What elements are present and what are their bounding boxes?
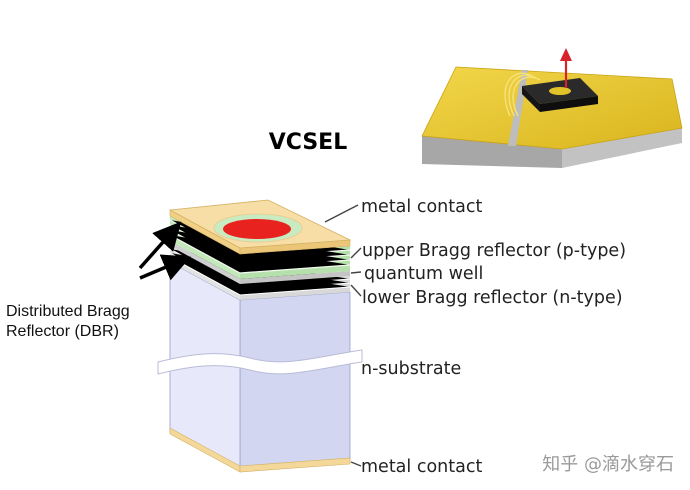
dbr-callout-line2: Reflector (DBR) xyxy=(6,323,119,340)
watermark: 知乎 @滴水穿石 xyxy=(542,454,674,475)
substrate-break xyxy=(157,349,363,375)
quantum-well-front xyxy=(170,241,240,284)
diagram-title: VCSEL xyxy=(269,130,347,155)
emission-arrow-head xyxy=(560,48,572,61)
chip-base-front xyxy=(422,136,562,168)
dbr-arrow-lower xyxy=(139,254,191,281)
bond-wire xyxy=(504,72,541,117)
chip-mesa-side xyxy=(540,96,598,112)
label-metal-contact-bottom: metal contact xyxy=(361,457,482,477)
dbr-callout-line1: Distributed Bragg xyxy=(6,303,130,320)
chip-aperture xyxy=(549,87,571,95)
leader-quantum-well xyxy=(350,271,362,274)
layer-stack xyxy=(157,199,363,473)
substrate-side-face xyxy=(239,291,351,471)
leader-metal-top xyxy=(324,204,359,223)
label-metal-contact-top: metal contact xyxy=(361,197,482,217)
leader-metal-bottom xyxy=(350,461,362,467)
dbr-arrows xyxy=(138,221,191,281)
label-upper-dbr: upper Bragg reflector (p-type) xyxy=(362,241,626,261)
leader-upper-dbr xyxy=(350,247,362,259)
label-quantum-well: quantum well xyxy=(364,264,483,284)
bottom-metal-side xyxy=(239,457,351,473)
dbr-arrow-upper xyxy=(138,221,182,270)
chip-base-right xyxy=(562,128,682,168)
quantum-well-side xyxy=(240,271,350,284)
label-lower-dbr: lower Bragg reflector (n-type) xyxy=(362,288,623,308)
leader-lower-dbr xyxy=(350,284,362,297)
emission-aperture xyxy=(223,219,291,239)
label-substrate: n-substrate xyxy=(361,359,461,379)
leader-lines xyxy=(324,204,362,467)
chip-illustration xyxy=(421,48,683,168)
chip-mesa-front xyxy=(522,86,540,112)
